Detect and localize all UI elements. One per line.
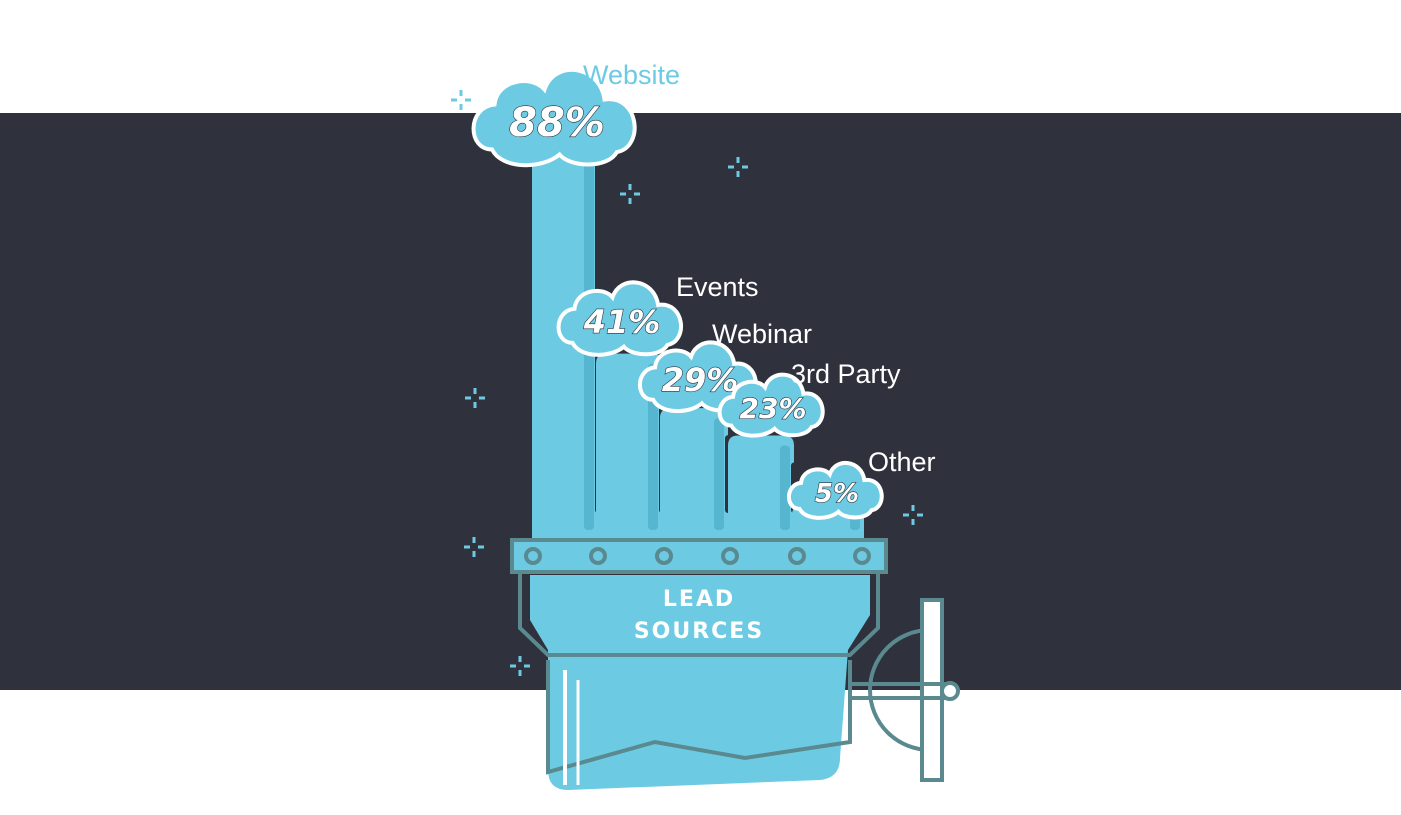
cuff-band [510,538,888,574]
rivet [853,547,871,565]
value-clouds: 88% Website 41% Events 29% Webinar 23%3rd Part… [471,60,936,520]
sparkle-icon [451,90,471,110]
rivet [589,547,607,565]
rivet [524,547,542,565]
rivet [655,547,673,565]
value-label: 5% [815,479,859,509]
center-label-line2: SOURCES [634,619,764,644]
finger-bar-3rd-party [728,435,797,545]
value-label: 41% [583,303,661,341]
sparkle-icon [465,388,485,408]
sparkle-icon [903,505,923,525]
value-cloud-3: 29% Webinar [638,319,812,414]
forearm [546,650,852,790]
rivet [788,547,806,565]
category-label: Webinar [712,319,812,349]
category-label: 3rd Party [791,359,901,389]
center-label-line1: LEAD [663,587,735,612]
value-label: 29% [662,361,739,399]
sparkle-icon [510,656,530,676]
finger-bar-webinar [660,408,731,545]
sparkle-icon [464,537,484,557]
sparkle-icon [728,157,748,177]
value-cloud-4: 23%3rd Party [717,359,901,438]
value-cloud-5: 5% Other [786,447,936,520]
cuff: LEAD SOURCES [510,538,888,657]
value-label: 88% [509,100,605,146]
category-label: Other [868,447,936,477]
category-label: Website [583,60,680,90]
value-cloud-1: 88% Website [471,60,680,168]
cuff-rivets [524,547,871,565]
value-cloud-2: 41% Events [556,272,759,357]
category-label: Events [676,272,759,302]
valve-icon [850,598,960,782]
sparkle-decorations [451,90,923,676]
rivet [721,547,739,565]
value-label: 23% [739,392,806,425]
sparkle-icon [620,184,640,204]
